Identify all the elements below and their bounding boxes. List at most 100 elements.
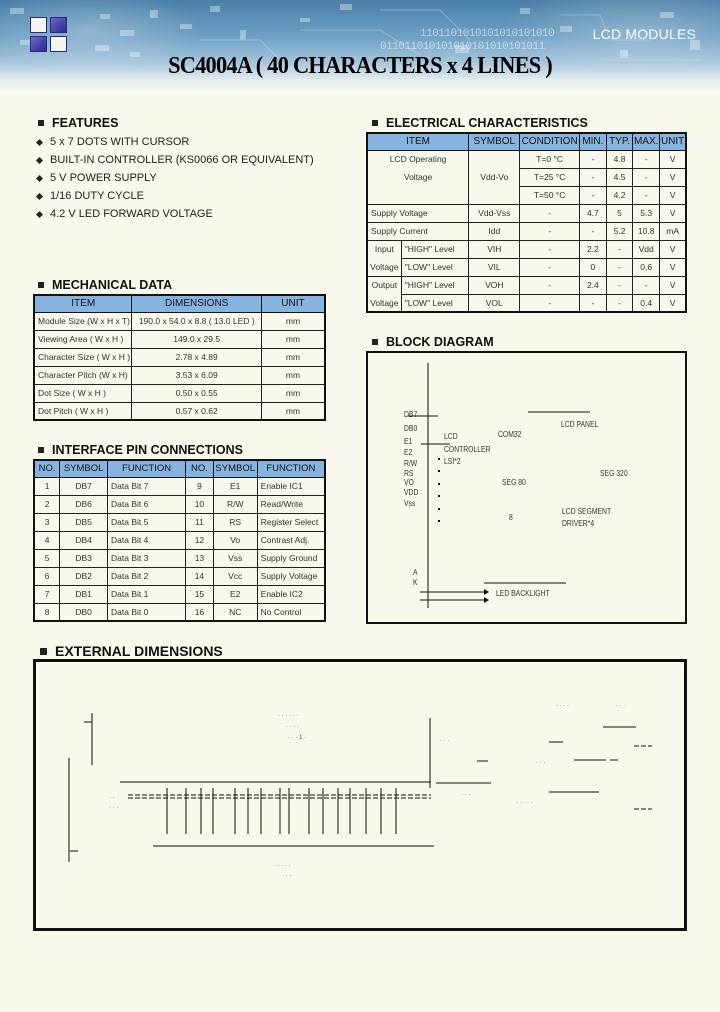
external-dimensions-heading-text: EXTERNAL DIMENSIONS [55, 643, 223, 659]
feature-item: 4.2 V LED FORWARD VOLTAGE [35, 205, 314, 223]
lcd-panel-label: LCD PANEL [561, 420, 599, 429]
seg80-label: SEG 80 [502, 478, 526, 487]
electrical-characteristics-table: ITEM SYMBOL CONDITION MIN. TYP. MAX. UNI… [366, 132, 687, 313]
diamond-bullet-icon [35, 156, 44, 164]
column-header: DIMENSIONS [131, 294, 262, 313]
feature-item: 1/16 DUTY CYCLE [35, 187, 314, 205]
square-bullet-icon [38, 282, 44, 288]
column-header: MAX. [632, 132, 661, 151]
features-heading-text: FEATURES [52, 116, 119, 130]
column-header: FUNCTION [107, 459, 187, 478]
svg-text:· · · · ·: · · · · · [274, 863, 291, 869]
pin-label-e1: E1 [404, 437, 413, 446]
company-logo [30, 17, 70, 53]
electrical-heading-text: ELECTRICAL CHARACTERISTICS [386, 116, 588, 130]
table-row: Voltage "LOW" Level VOL - - - 0.4 V [366, 293, 687, 313]
svg-text:· · · ·: · · · · [286, 724, 299, 730]
block-diagram: DB7 DB0 E1 E2 R/W RS VO VDD Vss LCD CONT… [366, 351, 687, 624]
brand-label: LCD MODULES [592, 26, 696, 42]
table-row: T=50 °C - 4.2 - V [366, 185, 687, 205]
block-diagram-heading-text: BLOCK DIAGRAM [386, 335, 494, 349]
square-bullet-icon [38, 447, 44, 453]
table-row: Voltage T=25 °C - 4.5 - V [366, 167, 687, 187]
table-row: LCD Operating Vdd-Vo T=0 °C - 4.8 - V [366, 149, 687, 205]
table-row: Output "HIGH" Level VOH - 2.4 - - V [366, 275, 687, 295]
driver-label: LCD SEGMENT [562, 507, 612, 516]
dimension-drawing-lines: · · · · · · · · · · · · · 1 · · · · · · … [68, 703, 652, 879]
column-header: SYMBOL [59, 459, 109, 478]
table-header-row: ITEM SYMBOL CONDITION MIN. TYP. MAX. UNI… [366, 132, 687, 151]
square-bullet-icon [372, 120, 378, 126]
seg320-label: SEG 320 [600, 469, 628, 478]
feature-item: 5 V POWER SUPPLY [35, 169, 314, 187]
square-bullet-icon [38, 120, 44, 126]
svg-text:· · ·: · · · [440, 738, 449, 744]
column-header: UNIT [659, 132, 687, 151]
column-header: TYP. [605, 132, 634, 151]
pin-label-rw: R/W [404, 459, 418, 468]
table-row: Input "HIGH" Level VIH - 2.2 - Vdd V [366, 239, 687, 259]
features-list: 5 x 7 DOTS WITH CURSOR BUILT-IN CONTROLL… [35, 133, 314, 223]
svg-text:· · · ·: · · · · [556, 703, 569, 709]
column-header: ITEM [366, 132, 470, 151]
backlight-pin-k: K [413, 578, 418, 587]
diamond-bullet-icon [35, 210, 44, 218]
table-row: Supply Voltage Vdd-Vss - 4.7 5 5.3 V [366, 203, 687, 223]
backlight-label: LED BACKLIGHT [496, 589, 550, 598]
svg-text:· · · · · ·: · · · · · · [278, 713, 298, 719]
external-dimensions-heading: EXTERNAL DIMENSIONS [40, 643, 223, 659]
pin-label-vo: VO [404, 478, 414, 487]
svg-text:· · ·: · · · [461, 792, 470, 798]
controller-label: LCD [444, 432, 458, 441]
diamond-bullet-icon [35, 192, 44, 200]
pin-label-db7: DB7 [404, 410, 418, 419]
binary-decoration: 011011010101010101010101011 [380, 41, 545, 53]
electrical-heading: ELECTRICAL CHARACTERISTICS [372, 116, 588, 130]
binary-decoration: 1101101010101010101010 [420, 28, 555, 40]
feature-item: BUILT-IN CONTROLLER (KS0066 OR EQUIVALEN… [35, 151, 314, 169]
square-bullet-icon [372, 339, 378, 345]
pin-label-vss: Vss [404, 499, 416, 508]
pin-label-db0: DB0 [404, 424, 418, 433]
svg-text:· · · 1 ·: · · · 1 · [288, 735, 306, 741]
com-label: COM32 [498, 430, 522, 439]
column-header: ITEM [33, 294, 133, 313]
column-header: SYMBOL [212, 459, 258, 478]
table-header-row: NO. SYMBOL FUNCTION NO. SYMBOL FUNCTION [33, 459, 326, 478]
diamond-bullet-icon [35, 174, 44, 182]
pin-connections-table: NO. SYMBOL FUNCTION NO. SYMBOL FUNCTION … [33, 459, 326, 622]
table-header-row: ITEM DIMENSIONS UNIT [33, 294, 326, 313]
pins-heading-text: INTERFACE PIN CONNECTIONS [52, 443, 243, 457]
column-header: UNIT [260, 294, 326, 313]
mechanical-data-table: ITEM DIMENSIONS UNIT Module Size (W x H … [33, 294, 326, 421]
pin-label-e2: E2 [404, 448, 413, 457]
bus-width-label: 8 [509, 513, 513, 522]
square-bullet-icon [40, 647, 47, 655]
circuit-board-background [10, 4, 700, 71]
diamond-bullet-icon [35, 138, 44, 146]
pins-heading: INTERFACE PIN CONNECTIONS [38, 443, 243, 457]
header-banner: 1101101010101010101010 01101101010101010… [0, 0, 720, 92]
column-header: FUNCTION [256, 459, 326, 478]
pin-label-rs: RS [404, 469, 414, 478]
pin-label-vdd: VDD [404, 488, 419, 497]
svg-text:· · ·: · · · [536, 760, 545, 766]
table-row: Supply Current Idd - - 5.2 10.8 mA [366, 221, 687, 241]
svg-text:· · · · ·: · · · · · [516, 800, 533, 806]
column-header: NO. [33, 459, 61, 478]
svg-text:· · ·: · · · [616, 703, 625, 709]
page-title: SC4004A ( 40 CHARACTERS x 4 LINES ) [168, 53, 553, 79]
table-row: Module Size (W x H x T)190.0 x 54.0 x 8.… [33, 311, 326, 331]
